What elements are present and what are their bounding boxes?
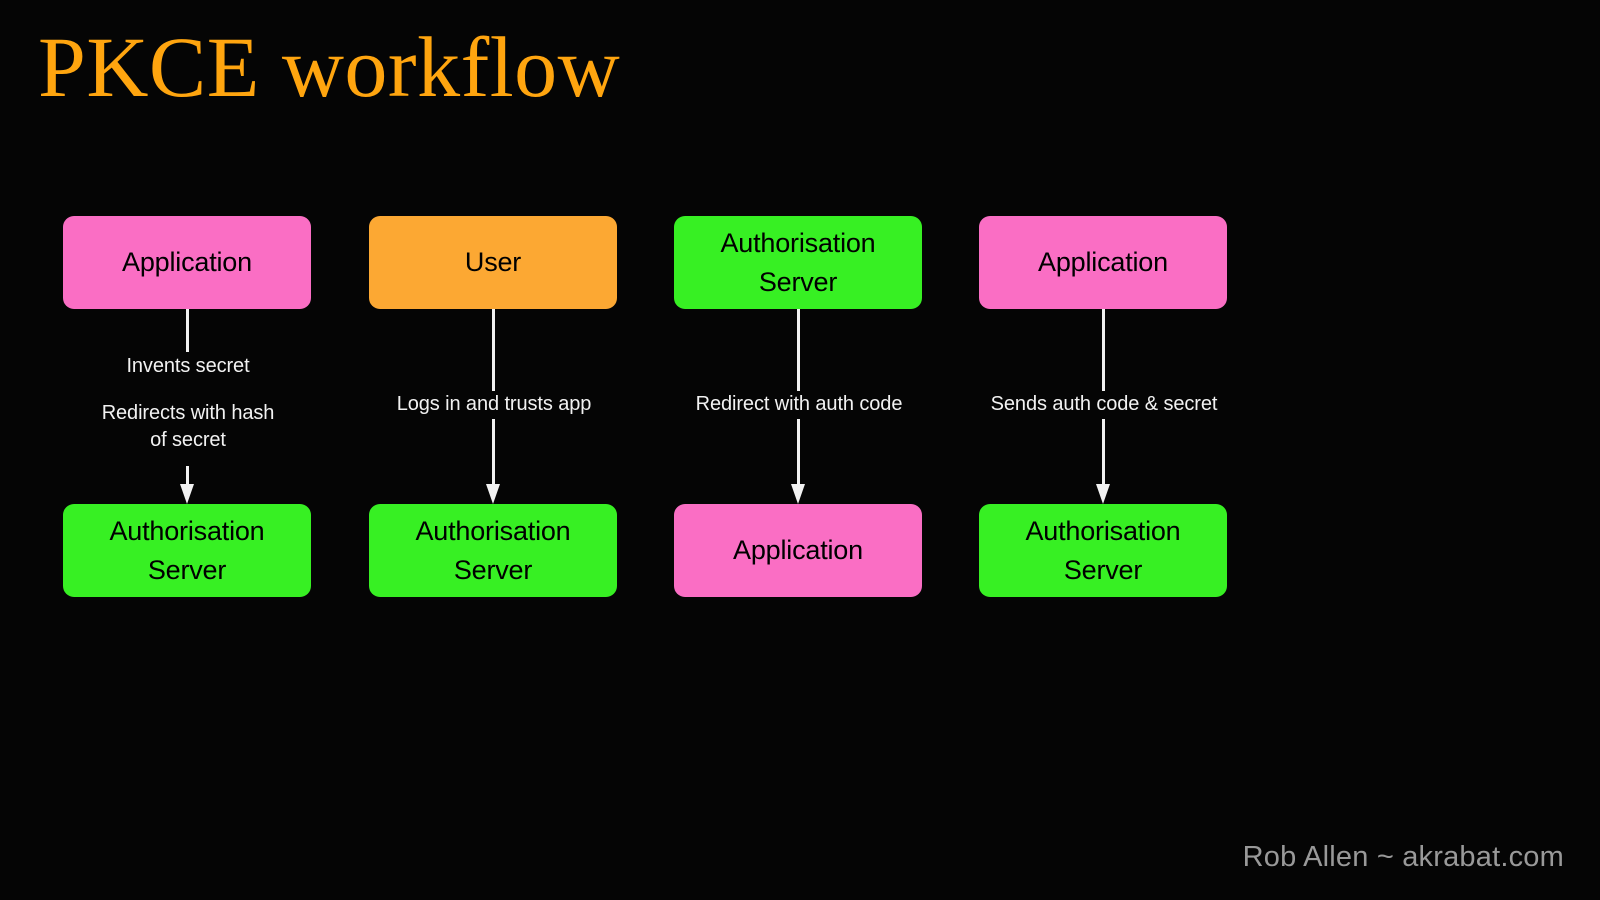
- connector-label-invents-secret: Invents secret: [126, 355, 250, 377]
- node-application-top[interactable]: Application: [63, 216, 311, 309]
- node-user-top[interactable]: User: [369, 216, 617, 309]
- connector-line-segment: [492, 419, 495, 485]
- connector-line-segment: [1102, 419, 1105, 485]
- connector-line-segment: [1102, 309, 1105, 391]
- flow-column-2: User Logs in and trusts app Authorisatio…: [369, 0, 619, 900]
- connector-label-sends-auth-code-and-secret: Sends auth code & secret: [990, 393, 1218, 415]
- connector-arrowhead-icon: [791, 484, 805, 504]
- connector-line-segment: [797, 309, 800, 391]
- flow-column-3: Authorisation Server Redirect with auth …: [674, 0, 924, 900]
- connector-label-redirect-with-auth-code: Redirect with auth code: [695, 393, 903, 415]
- node-authorisation-server-bottom[interactable]: Authorisation Server: [63, 504, 311, 597]
- page-title: PKCE workflow: [38, 19, 621, 115]
- footer-attribution: Rob Allen ~ akrabat.com: [1242, 841, 1564, 873]
- node-application-top[interactable]: Application: [979, 216, 1227, 309]
- connector-arrowhead-icon: [486, 484, 500, 504]
- connector-label-logs-in-and-trusts-app: Logs in and trusts app: [396, 393, 592, 415]
- flow-column-1: Application Invents secret Redirects wit…: [63, 0, 313, 900]
- connector-arrowhead-icon: [1096, 484, 1110, 504]
- node-authorisation-server-bottom[interactable]: Authorisation Server: [369, 504, 617, 597]
- node-authorisation-server-bottom[interactable]: Authorisation Server: [979, 504, 1227, 597]
- connector-line-segment: [797, 419, 800, 485]
- node-authorisation-server-top[interactable]: Authorisation Server: [674, 216, 922, 309]
- connector-label-redirects-with-hash: Redirects with hash of secret: [101, 402, 275, 451]
- connector-line-segment: [492, 309, 495, 391]
- node-application-bottom[interactable]: Application: [674, 504, 922, 597]
- connector-arrowhead-icon: [180, 484, 194, 504]
- connector-line-segment: [186, 309, 189, 352]
- connector-line-segment: [186, 466, 189, 485]
- flow-column-4: Application Sends auth code & secret Aut…: [979, 0, 1229, 900]
